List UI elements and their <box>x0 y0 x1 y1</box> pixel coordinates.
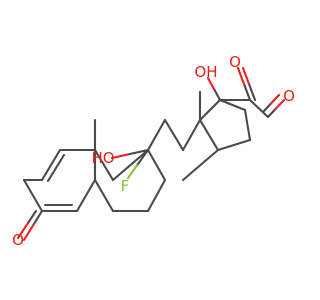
bond-c5-c4 <box>75 178 97 213</box>
bond-c17-c16 <box>218 98 247 112</box>
ketone-oxygen-label-c20: O <box>229 53 241 71</box>
bond-c3-c2 <box>22 178 44 213</box>
bond-c20-o-x <box>236 66 246 86</box>
bond-c3-o-double-c <box>26 209 38 225</box>
bond-c3-o-c <box>32 209 44 226</box>
bond-c8-c9 <box>146 148 167 182</box>
molecule-structure: HO F OH O O O <box>12 53 295 249</box>
bond-c12-c13 <box>181 118 202 152</box>
bond-c11-oh-x <box>110 153 130 160</box>
bond-c2-c1 <box>40 148 62 182</box>
bond-c2-c1-double <box>46 153 66 183</box>
ketone-oxygen-label-c3: O <box>12 231 24 249</box>
bond-c14-c8 <box>181 148 220 182</box>
bond-c3-o-x <box>22 223 35 242</box>
bond-c11-c12 <box>163 118 185 152</box>
fluorine-label: F <box>121 177 130 195</box>
bond-c20-o-c <box>242 82 252 102</box>
bond-c10-c9 <box>93 148 115 182</box>
bond-c9-f-c <box>135 148 150 167</box>
bond-c9-c11 <box>146 118 167 152</box>
hydroxyl-label-c11: HO <box>91 149 114 167</box>
bond-c15-c14 <box>216 138 252 152</box>
bond-c21-o-double-c <box>261 102 273 114</box>
aldehyde-oxygen-label-c21: O <box>283 87 295 105</box>
bond-c20-o-double-x <box>241 66 251 86</box>
bond-c9-c10 <box>111 148 150 182</box>
bond-c20-o-double-c <box>247 82 257 102</box>
molecule-canvas: HO F OH O O O <box>12 53 295 249</box>
bond-c17-oh-c <box>212 87 222 102</box>
bond-c17-oh-x <box>206 76 216 91</box>
bond-c13-c14 <box>198 118 220 152</box>
bond-c20-c21 <box>248 98 270 119</box>
bond-c13-c17 <box>198 98 222 122</box>
bond-c16-c15 <box>243 108 252 142</box>
bond-c21-o-c <box>266 107 278 119</box>
bond-c21-o-x <box>274 98 286 110</box>
bond-c9-f-x <box>126 164 139 180</box>
bond-c21-o-double-x <box>269 93 281 105</box>
hydroxyl-label-c17: OH <box>194 63 217 81</box>
bond-c11-oh-c <box>127 148 150 156</box>
bond-c7-c8 <box>146 178 167 213</box>
bond-c3-o-double-x <box>16 222 29 240</box>
bond-c5-c6 <box>93 178 115 213</box>
